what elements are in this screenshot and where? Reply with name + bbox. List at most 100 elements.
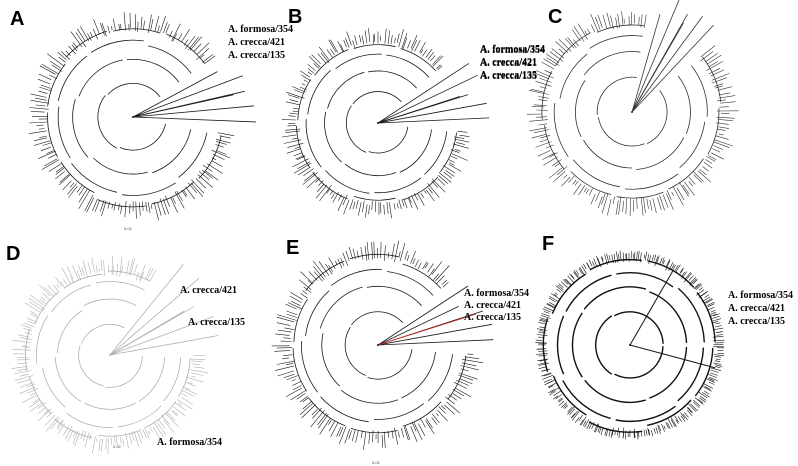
- tree-branch: [343, 39, 347, 48]
- tree-arc: [646, 90, 668, 145]
- tree-branch: [425, 420, 435, 435]
- tree-branch: [386, 201, 389, 214]
- tree-branch: [372, 430, 374, 443]
- tree-arc: [447, 355, 467, 400]
- tree-branch: [538, 99, 548, 102]
- tree-branch: [283, 337, 291, 339]
- tree-branch: [147, 202, 151, 213]
- tree-branch: [708, 68, 721, 75]
- phylogenetic-tree: [271, 240, 494, 450]
- tree-arc: [72, 99, 89, 158]
- tree-branch: [653, 428, 656, 434]
- tree-arc: [679, 121, 706, 169]
- tree-long-branch: [631, 14, 661, 113]
- tree-arc: [353, 196, 396, 201]
- tree-branch: [78, 189, 88, 203]
- tree-branch: [60, 51, 71, 60]
- tree-branch: [579, 267, 585, 276]
- tree-branch: [575, 269, 580, 275]
- tree-branch: [39, 128, 45, 130]
- tree-arc: [707, 108, 720, 155]
- tree-branch: [404, 250, 408, 260]
- tree-branch: [92, 28, 99, 40]
- tree-branch: [281, 134, 297, 138]
- tree-branch: [688, 181, 693, 187]
- tree-branch: [618, 430, 620, 439]
- tree-branch: [713, 145, 724, 150]
- tree-branch: [622, 427, 625, 439]
- tree-branch: [454, 387, 471, 397]
- tree-branch: [410, 425, 418, 443]
- tree-arc: [589, 259, 642, 271]
- tree-branch: [30, 111, 45, 113]
- tree-arc: [386, 54, 430, 78]
- taxon-label: A. crecca/421: [228, 37, 286, 48]
- tree-branch: [70, 275, 74, 283]
- tree-arc: [402, 401, 442, 427]
- tree-branch: [30, 100, 50, 104]
- tree-arc: [331, 268, 383, 286]
- tree-branch: [311, 54, 321, 65]
- tree-arc: [126, 58, 180, 83]
- tree-branch: [544, 70, 553, 75]
- tree-branch: [157, 202, 162, 216]
- tree-arc: [625, 173, 679, 190]
- tree-branch: [287, 94, 300, 99]
- tree-branch: [286, 313, 297, 318]
- taxon-label: A. crecca/421: [480, 58, 538, 69]
- tree-branch: [562, 279, 569, 285]
- taxon-label: A. crecca/421: [728, 303, 786, 314]
- tree-branch: [637, 431, 639, 440]
- tree-arc: [307, 397, 346, 427]
- tree-branch: [171, 23, 181, 42]
- tree-branch: [340, 44, 345, 52]
- tree-branch: [44, 158, 58, 167]
- tree-arc: [341, 389, 399, 404]
- tree-branch: [539, 359, 548, 362]
- tree-long-branch: [377, 102, 487, 124]
- tree-branch: [563, 174, 568, 179]
- tree-branch: [553, 395, 559, 400]
- tree-branch: [47, 53, 65, 67]
- tree-arc: [151, 181, 194, 205]
- tree-branch: [590, 194, 596, 205]
- tree-branch: [182, 393, 188, 397]
- tree-branch: [667, 418, 673, 428]
- tree-branch: [428, 187, 433, 194]
- tree-branch: [119, 256, 123, 277]
- tree-branch: [460, 368, 469, 372]
- tree-branch: [602, 15, 608, 30]
- tree-branch: [68, 45, 76, 55]
- tree-branch: [21, 346, 31, 348]
- tree-branch: [448, 163, 462, 172]
- tree-branch: [287, 143, 304, 148]
- tree-branch: [303, 168, 314, 177]
- tree-branch: [30, 311, 38, 316]
- tree-branch: [63, 279, 67, 285]
- tree-arc: [584, 379, 646, 403]
- tree-branch: [647, 253, 650, 262]
- tree-arc: [305, 290, 330, 337]
- tree-branch: [116, 263, 118, 277]
- tree-branch: [536, 70, 554, 79]
- taxon-label: A. crecca/421: [480, 57, 538, 68]
- tree-branch: [567, 406, 575, 415]
- tree-arc: [119, 123, 166, 151]
- tree-branch: [588, 259, 593, 267]
- tree-branch: [578, 414, 583, 421]
- tree-branch: [702, 166, 709, 172]
- tree-branch: [663, 425, 666, 430]
- tree-branch: [59, 173, 70, 183]
- tree-branch: [539, 86, 547, 89]
- tree-branch: [460, 365, 479, 371]
- tree-branch: [710, 367, 722, 371]
- tree-branch: [283, 354, 293, 356]
- tree-branch: [643, 254, 646, 259]
- tree-branch: [55, 168, 65, 175]
- tree-branch: [296, 155, 306, 161]
- tree-branch: [587, 28, 590, 34]
- tree-branch: [547, 382, 556, 388]
- tree-branch: [652, 198, 657, 214]
- tree-branch: [193, 366, 205, 369]
- tree-branch: [538, 331, 547, 334]
